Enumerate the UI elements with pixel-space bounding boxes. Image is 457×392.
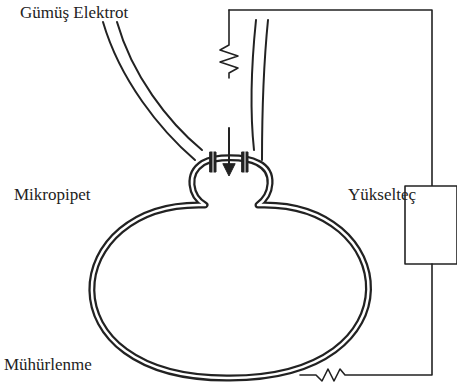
part-label: Yükselteç [348, 186, 416, 205]
pipette-wall [262, 20, 268, 160]
part-label: Gümüş Elektrot [20, 4, 128, 23]
cell-membrane [92, 158, 369, 378]
silver-electrode [220, 10, 238, 78]
part-label: Mikropipet [14, 186, 91, 205]
wire [229, 10, 432, 186]
wire [300, 264, 432, 381]
part-label: Mühürlenme [4, 356, 92, 375]
